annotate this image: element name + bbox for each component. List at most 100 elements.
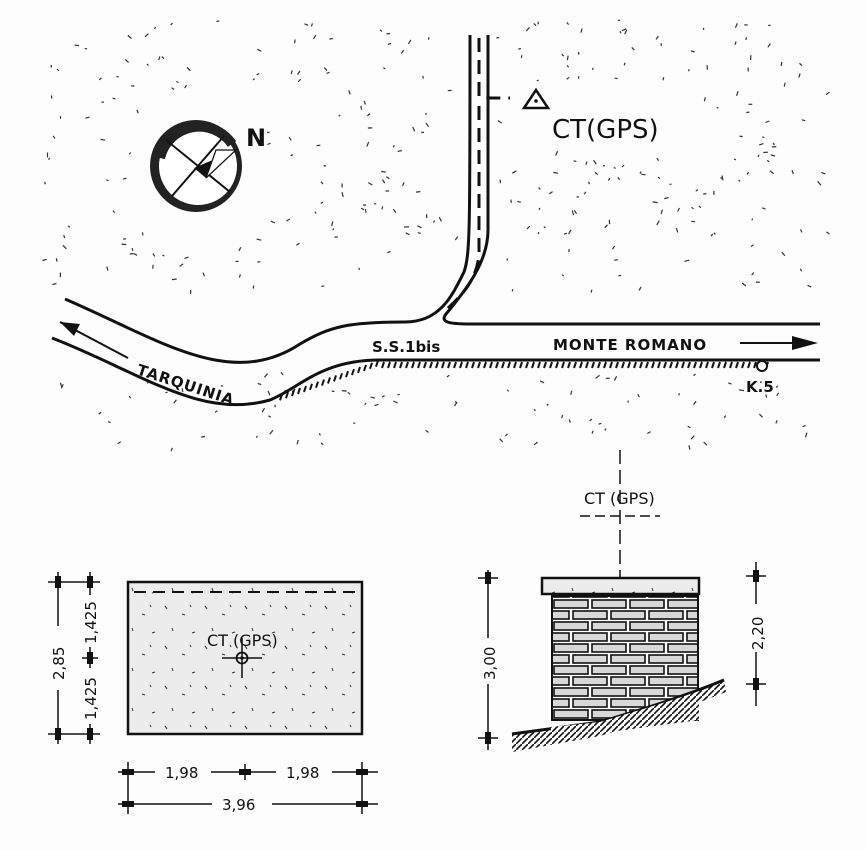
terrain-speck <box>517 200 521 203</box>
terrain-speck <box>127 35 132 39</box>
plan-width-total-dim: 3,96 <box>222 796 255 814</box>
terrain-speck <box>98 411 102 415</box>
terrain-speck <box>106 266 109 271</box>
plan-height-bottom-dim: 1,425 <box>82 677 100 720</box>
terrain-speck <box>728 382 732 385</box>
terrain-speck <box>201 435 206 438</box>
terrain-speck <box>655 35 659 40</box>
terrain-speck <box>267 390 271 396</box>
terrain-speck <box>370 396 375 399</box>
embankment-tick <box>375 360 379 368</box>
terrain-speck <box>656 220 660 226</box>
terrain-speck <box>252 78 256 81</box>
embankment-tick <box>597 361 601 369</box>
terrain-speck <box>63 234 66 239</box>
terrain-speck <box>386 176 390 180</box>
terrain-speck <box>499 179 502 184</box>
terrain-speck <box>133 253 138 256</box>
terrain-speck <box>59 382 63 388</box>
terrain-speck <box>539 380 545 384</box>
terrain-speck <box>802 425 806 428</box>
terrain-speck <box>767 43 771 48</box>
terrain-speck <box>765 394 768 398</box>
terrain-speck <box>412 126 416 132</box>
terrain-speck <box>675 228 679 233</box>
terrain-speck <box>623 62 626 66</box>
terrain-speck <box>152 253 156 257</box>
terrain-speck <box>511 170 517 174</box>
terrain-speck <box>613 376 618 381</box>
terrain-speck <box>367 182 373 186</box>
terrain-speck <box>338 114 341 117</box>
terrain-speck <box>294 39 296 44</box>
terrain-speck <box>825 91 830 96</box>
terrain-speck <box>100 138 106 141</box>
terrain-speck <box>400 49 405 54</box>
terrain-speck <box>290 153 294 157</box>
terrain-speck <box>511 289 514 292</box>
terrain-speck <box>347 391 351 395</box>
terrain-speck <box>238 246 242 252</box>
terrain-speck <box>106 179 109 181</box>
terrain-speck <box>690 435 695 440</box>
embankment-tick <box>633 361 637 369</box>
terrain-speck <box>393 400 398 404</box>
terrain-speck <box>296 439 299 445</box>
terrain-speck <box>791 169 794 175</box>
terrain-speck <box>373 203 377 205</box>
terrain-speck <box>417 232 421 234</box>
terrain-speck <box>67 225 71 228</box>
terrain-speck <box>639 171 642 174</box>
terrain-speck <box>638 286 642 291</box>
terrain-speck <box>736 91 739 96</box>
terrain-speck <box>454 236 459 241</box>
terrain-speck <box>62 244 67 250</box>
terrain-speck <box>181 388 184 393</box>
terrain-speck <box>256 238 262 241</box>
embankment-tick <box>609 361 613 369</box>
terrain-speck <box>538 207 541 211</box>
terrain-speck <box>107 421 111 423</box>
embankment-tick <box>303 385 307 393</box>
terrain-speck <box>566 22 570 25</box>
terrain-speck <box>366 141 370 147</box>
terrain-speck <box>566 55 569 61</box>
terrain-speck <box>591 430 594 434</box>
elevation-marker-label: CT (GPS) <box>584 489 655 508</box>
terrain-speck <box>360 207 365 211</box>
terrain-speck <box>762 136 765 138</box>
terrain-speck <box>772 142 775 146</box>
terrain-speck <box>660 209 663 215</box>
terrain-speck <box>580 28 583 33</box>
terrain-speck <box>637 393 640 398</box>
terrain-speck <box>566 76 570 80</box>
plan-width-left-dim: 1,98 <box>165 764 198 782</box>
plan-view: CT (GPS) 2,85 1,425 1,425 <box>48 572 378 814</box>
terrain-speck <box>184 84 188 89</box>
terrain-speck <box>538 187 541 190</box>
north-label: N <box>246 124 266 152</box>
embankment-tick <box>651 361 655 369</box>
terrain-speck <box>381 170 386 173</box>
terrain-speck <box>821 171 826 175</box>
terrain-speck <box>594 171 599 176</box>
terrain-speck <box>765 120 770 124</box>
elevation-upper-height-dim: 2,20 <box>749 617 767 650</box>
terrain-speck <box>323 67 328 71</box>
terrain-speck <box>723 415 727 419</box>
terrain-speck <box>84 47 88 50</box>
terrain-speck <box>499 438 504 443</box>
terrain-speck <box>267 142 271 146</box>
embankment-tick <box>381 361 385 369</box>
plan-target-icon <box>222 638 262 678</box>
terrain-speck <box>662 77 665 81</box>
terrain-speck <box>588 181 590 185</box>
terrain-speck <box>60 384 64 389</box>
terrain-speck <box>561 414 564 419</box>
road-embankment <box>279 360 769 401</box>
embankment-tick <box>555 361 559 369</box>
terrain-speck <box>621 164 625 168</box>
terrain-speck <box>321 285 325 288</box>
terrain-speck <box>733 158 737 161</box>
embankment-tick <box>693 361 697 369</box>
